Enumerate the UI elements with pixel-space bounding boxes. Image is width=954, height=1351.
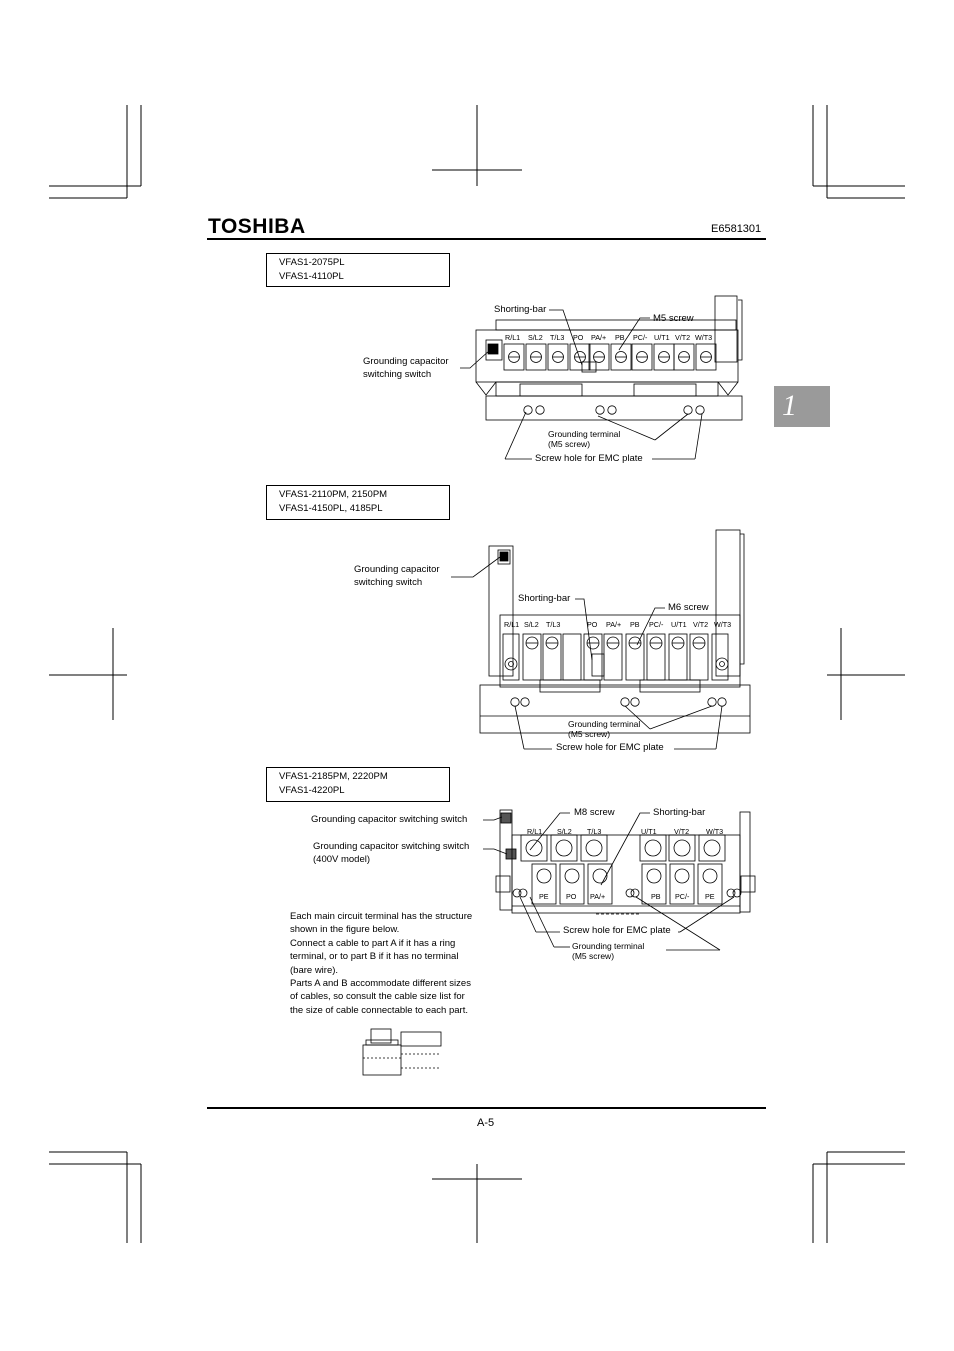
terminal-label: V/T2 <box>674 827 690 836</box>
terminal-structure-note: Each main circuit terminal has the struc… <box>290 910 490 1017</box>
note-line: Connect a cable to part A if it has a ri… <box>290 937 456 949</box>
document-number: E6581301 <box>711 223 762 235</box>
terminal-label: W/T3 <box>695 333 713 342</box>
note-line: shown in the figure below. <box>290 924 400 936</box>
figure-3-drawing <box>495 809 756 915</box>
cap-switch-label: switching switch <box>363 369 432 380</box>
terminal-label: PC/- <box>649 620 664 629</box>
ground-terminal-label: Grounding terminal <box>568 719 641 729</box>
note-line: terminal, or to part B if it has no term… <box>290 951 459 963</box>
screw-label: M5 screw <box>653 313 694 324</box>
terminal-label: W/T3 <box>706 827 724 836</box>
note-line: (bare wire). <box>290 964 339 976</box>
terminal-label: T/L3 <box>546 620 561 629</box>
terminal-label: PO <box>587 620 598 629</box>
terminal-label: R/L1 <box>505 333 521 342</box>
ground-terminal-label: (M5 screw) <box>548 439 591 449</box>
terminal-label: PE <box>539 892 549 901</box>
terminal-label: R/L1 <box>527 827 543 836</box>
terminal-label: PA/+ <box>591 333 607 342</box>
crop-marks <box>49 105 905 1243</box>
terminal-label: T/L3 <box>550 333 565 342</box>
chapter-tab-number: 1 <box>782 389 797 422</box>
ground-terminal-label: Grounding terminal <box>548 429 621 439</box>
terminal-structure-sketch <box>362 1028 442 1076</box>
cap-switch-label: switching switch <box>354 577 423 588</box>
terminal-label: PE <box>705 892 715 901</box>
screw-label: M6 screw <box>668 602 709 613</box>
figure-1-leaders <box>460 309 703 460</box>
model-name: VFAS1-2075PL <box>279 257 345 268</box>
cap-switch-label: Grounding capacitor switching switch <box>311 814 468 825</box>
terminal-label: U/T1 <box>654 333 670 342</box>
ground-terminal-label: (M5 screw) <box>572 951 615 961</box>
note-line: of cables, so consult the cable size lis… <box>290 991 465 1003</box>
figure-1-drawing <box>475 295 743 421</box>
model-box-3: VFAS1-2185PM, 2220PM VFAS1-4220PL <box>266 767 450 802</box>
screw-label: M8 screw <box>574 807 615 818</box>
model-name: VFAS1-4110PL <box>279 270 344 282</box>
cap-switch-400v-label: (400V model) <box>313 854 371 865</box>
terminal-label: U/T1 <box>641 827 657 836</box>
terminal-label: S/L2 <box>524 620 539 629</box>
terminal-label: PB <box>651 892 661 901</box>
figure-2-leaders <box>451 556 723 750</box>
chapter-tab: 1 <box>774 386 830 427</box>
shorting-bar-label: Shorting-bar <box>518 593 571 604</box>
terminal-label: S/L2 <box>557 827 572 836</box>
cap-switch-label: Grounding capacitor <box>354 564 440 575</box>
terminal-label: U/T1 <box>671 620 687 629</box>
page-number: A-5 <box>477 1117 495 1129</box>
note-line: Each main circuit terminal has the struc… <box>290 911 473 922</box>
terminal-label: PO <box>566 892 577 901</box>
terminal-label: PA/+ <box>606 620 622 629</box>
terminal-label: T/L3 <box>587 827 602 836</box>
figure-2-drawing <box>479 529 751 734</box>
model-name: VFAS1-4220PL <box>279 784 345 796</box>
ground-terminal-label: Grounding terminal <box>572 941 645 951</box>
toshiba-logo: TOSHIBA <box>208 215 306 238</box>
terminal-label: V/T2 <box>675 333 691 342</box>
figure-3-leaders <box>483 812 735 951</box>
model-name: VFAS1-4150PL, 4185PL <box>279 502 383 514</box>
terminal-label: PO <box>573 333 584 342</box>
terminal-label: PC/- <box>633 333 648 342</box>
terminal-label: PB <box>630 620 640 629</box>
cap-switch-label: Grounding capacitor <box>363 356 449 367</box>
terminal-label: V/T2 <box>693 620 709 629</box>
shorting-bar-label: Shorting-bar <box>494 304 547 315</box>
shorting-bar-label: Shorting-bar <box>653 807 706 818</box>
emc-hole-label: Screw hole for EMC plate <box>535 453 643 464</box>
terminal-label: S/L2 <box>528 333 543 342</box>
terminal-label: R/L1 <box>504 620 520 629</box>
model-name: VFAS1-2110PM, 2150PM <box>279 489 388 500</box>
note-line: Parts A and B accommodate different size… <box>290 978 471 990</box>
model-name: VFAS1-2185PM, 2220PM <box>279 771 388 782</box>
model-box-1: VFAS1-2075PL VFAS1-4110PL <box>266 253 450 287</box>
cap-switch-400v-label: Grounding capacitor switching switch <box>313 841 470 852</box>
model-box-2: VFAS1-2110PM, 2150PM VFAS1-4150PL, 4185P… <box>266 485 450 520</box>
terminal-label: PC/- <box>675 892 690 901</box>
terminal-label: W/T3 <box>714 620 732 629</box>
emc-hole-label: Screw hole for EMC plate <box>556 742 664 753</box>
emc-hole-label: Screw hole for EMC plate <box>563 925 671 936</box>
terminal-label: PA/+ <box>590 892 606 901</box>
note-line: the size of cable connectable to each pa… <box>290 1004 468 1016</box>
ground-terminal-label: (M5 screw) <box>568 729 611 739</box>
terminal-label: PB <box>615 333 625 342</box>
